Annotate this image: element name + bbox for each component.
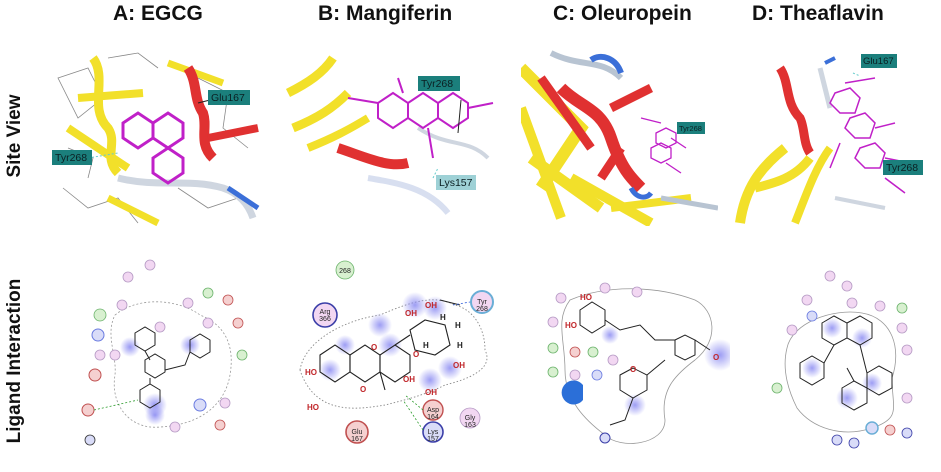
site-view-panel-c: Tyr268 <box>521 48 718 226</box>
column-title-c: C: Oleuropein <box>553 2 692 25</box>
residue-b-top: 268 <box>339 268 351 275</box>
site-label-a-tyr268: Tyr268 <box>55 152 87 164</box>
svg-text:HO: HO <box>307 403 319 412</box>
column-title-d: D: Theaflavin <box>752 2 884 25</box>
ligand-interaction-panel-a <box>60 255 260 470</box>
site-view-panel-b: Tyr268 Lys157 <box>278 38 506 228</box>
site-label-b-lys157: Lys157 <box>439 177 473 189</box>
site-label-c-tyr268: Tyr268 <box>679 124 702 133</box>
column-title-a: A: EGCG <box>113 2 203 25</box>
site-label-a-glu167: Glu167 <box>211 92 245 104</box>
svg-text:O: O <box>360 385 366 394</box>
svg-text:H: H <box>423 341 429 350</box>
row-title-ligand-interaction: Ligand Interaction <box>4 278 25 444</box>
svg-text:O: O <box>713 353 719 362</box>
svg-text:O: O <box>413 350 419 359</box>
column-title-b: B: Mangiferin <box>318 2 453 25</box>
site-label-d-glu167: Glu167 <box>863 56 894 67</box>
svg-text:HO: HO <box>565 321 577 330</box>
svg-text:O: O <box>630 365 636 374</box>
ligand-interaction-panel-c: HO HO O O <box>525 260 730 470</box>
svg-text:H: H <box>457 341 463 350</box>
svg-text:OH: OH <box>403 375 415 384</box>
svg-text:OH: OH <box>453 361 465 370</box>
svg-text:HO: HO <box>580 293 592 302</box>
row-title-site-view: Site View <box>4 94 25 178</box>
site-label-d-tyr268: Tyr268 <box>886 162 918 174</box>
svg-text:H: H <box>440 313 446 322</box>
site-view-panel-a: Glu167 Tyr268 <box>48 38 263 233</box>
svg-text:H: H <box>455 321 461 330</box>
svg-text:O: O <box>371 343 377 352</box>
svg-text:HO: HO <box>305 368 317 377</box>
site-view-panel-d: Glu167 Tyr268 <box>735 48 930 228</box>
site-label-b-tyr268: Tyr268 <box>421 78 453 90</box>
ligand-interaction-panel-d <box>752 268 932 468</box>
svg-text:OH: OH <box>425 388 437 397</box>
svg-text:OH: OH <box>425 301 437 310</box>
svg-text:OH: OH <box>405 309 417 318</box>
